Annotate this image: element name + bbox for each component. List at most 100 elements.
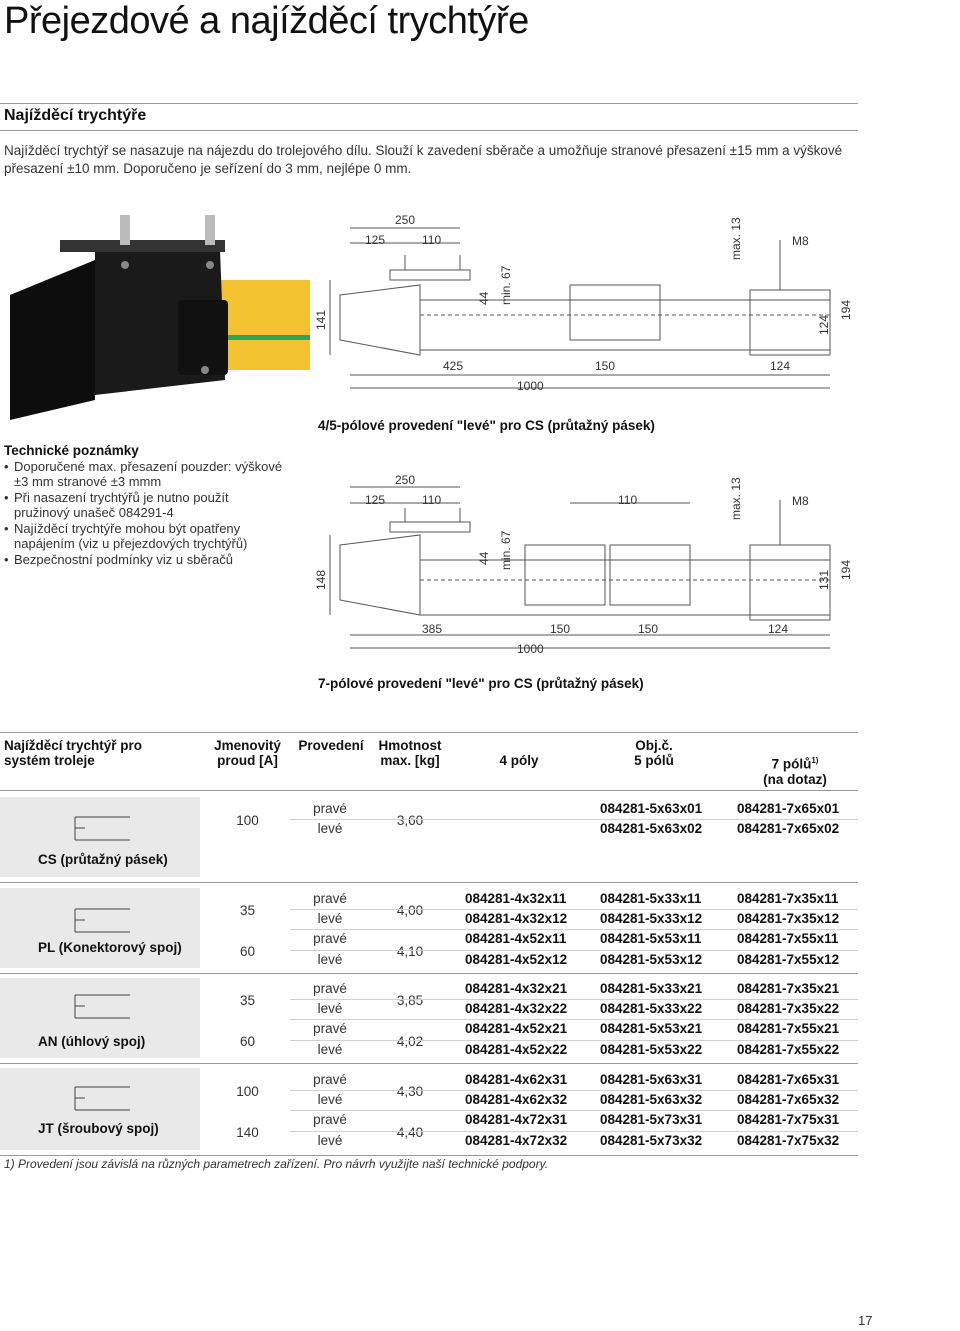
order-code-5-poles: 084281-5x53x22 [600, 1041, 703, 1057]
dim-110: 110 [422, 493, 441, 507]
order-code-7-poles: 084281-7x75x31 [737, 1112, 840, 1128]
order-code-7-poles: 084281-7x65x02 [737, 821, 840, 837]
dim-194: 194 [839, 300, 853, 320]
dim-110-b: 110 [618, 493, 637, 507]
order-code-7-poles: 084281-7x75x32 [737, 1132, 840, 1148]
dim-110: 110 [422, 233, 441, 247]
group-divider [0, 1063, 858, 1064]
variant-value: levé [317, 1001, 343, 1017]
row-divider [290, 929, 858, 931]
header-system: Najížděcí trychtýř pro systém troleje [4, 738, 143, 768]
variant-value: levé [317, 951, 343, 967]
note-item: Doporučené max. přesazení pouzder: výško… [4, 459, 284, 490]
variant-value: levé [317, 1041, 343, 1057]
dim-131: 131 [817, 570, 831, 590]
group-label: CS (průtažný pásek) [38, 852, 168, 867]
group-band [0, 888, 200, 968]
variant-value: levé [317, 821, 343, 837]
row-divider [290, 1110, 858, 1112]
group-label: PL (Konektorový spoj) [38, 940, 182, 955]
rail-profile-icon [74, 908, 130, 933]
order-code-5-poles: 084281-5x63x01 [600, 801, 703, 816]
weight-value: 4,02 [396, 1033, 424, 1049]
group-divider [0, 1155, 858, 1156]
section-divider [0, 130, 858, 131]
order-code-4-poles: 084281-4x52x21 [465, 1021, 568, 1037]
funnel-technical-drawing: 250 125 110 110 148 44 min. 67 max. 13 M… [314, 473, 853, 656]
row-divider [290, 909, 858, 911]
header-5-poles: 5 pólů [634, 753, 674, 768]
order-code-5-poles: 084281-5x33x12 [600, 911, 703, 927]
header-current: Jmenovitý proud [A] [214, 738, 281, 768]
order-code-7-poles: 084281-7x65x01 [737, 801, 840, 816]
order-code-4-poles: 084281-4x52x12 [465, 951, 568, 967]
order-code-5-poles: 084281-5x53x21 [600, 1021, 703, 1037]
funnel-product-photo [10, 215, 310, 420]
notes-title: Technické poznámky [4, 443, 139, 458]
variant-value: pravé [313, 801, 347, 816]
dim-m8: M8 [792, 494, 809, 508]
dim-44: 44 [477, 291, 491, 305]
order-code-7-poles: 084281-7x55x11 [737, 931, 839, 947]
variant-value: levé [317, 1132, 343, 1148]
group-label: JT (šroubový spoj) [38, 1121, 159, 1136]
order-code-4-poles: 084281-4x32x12 [465, 911, 568, 927]
rail-profile-icon [74, 1086, 130, 1111]
current-value: 35 [239, 903, 256, 919]
order-code-5-poles: 084281-5x63x31 [600, 1072, 703, 1087]
table-top-rule [0, 732, 858, 733]
dim-1000: 1000 [517, 379, 544, 393]
current-value: 100 [236, 813, 259, 829]
dim-150-a: 150 [550, 622, 570, 636]
dim-1000: 1000 [517, 642, 544, 656]
title-divider [0, 103, 858, 104]
order-code-5-poles: 084281-5x33x11 [600, 891, 702, 906]
group-band [0, 1068, 200, 1150]
dim-150-b: 150 [638, 622, 658, 636]
order-code-5-poles: 084281-5x73x32 [600, 1132, 703, 1148]
row-divider [290, 1039, 858, 1041]
dim-max-13: max. 13 [729, 477, 743, 520]
order-code-5-poles: 084281-5x53x12 [600, 951, 703, 967]
weight-value: 3,85 [396, 993, 424, 1009]
dim-250: 250 [395, 213, 415, 227]
dim-125: 125 [365, 493, 385, 507]
rail-profile-icon [74, 994, 130, 1019]
weight-value: 4,40 [396, 1124, 424, 1140]
dim-124-bottom: 124 [770, 359, 790, 373]
drawing-1-caption: 4/5-pólové provedení "levé" pro CS (průt… [318, 418, 655, 433]
dim-385: 385 [422, 622, 442, 636]
rail-profile-icon [74, 816, 130, 841]
row-divider [290, 819, 858, 821]
weight-value: 4,10 [396, 943, 424, 959]
section-title: Najížděcí trychtýře [4, 107, 147, 124]
order-code-7-poles: 084281-7x55x21 [737, 1021, 840, 1037]
current-value: 60 [239, 943, 256, 959]
order-code-4-poles: 084281-4x32x21 [465, 981, 568, 996]
row-divider [290, 949, 858, 951]
dim-150: 150 [595, 359, 615, 373]
note-item: Bezpečnostní podmínky viz u sběračů [4, 552, 284, 568]
order-code-7-poles: 084281-7x35x22 [737, 1001, 840, 1017]
table-header-rule [0, 790, 858, 791]
variant-value: pravé [313, 1021, 347, 1037]
dim-44: 44 [477, 551, 491, 565]
dim-min-67: min. 67 [499, 530, 513, 570]
dim-194: 194 [839, 560, 853, 580]
variant-value: pravé [313, 1112, 347, 1128]
footnote-marker: 1) [811, 756, 819, 765]
row-divider [290, 1019, 858, 1021]
group-divider [0, 882, 858, 883]
order-code-5-poles: 084281-5x63x02 [600, 821, 703, 837]
header-7-poles-note: (na dotaz) [763, 771, 827, 787]
order-code-4-poles: 084281-4x62x31 [465, 1072, 568, 1087]
order-code-4-poles: 084281-4x32x11 [465, 891, 567, 906]
page-title: Přejezdové a najížděcí trychtýře [4, 0, 529, 42]
variant-value: levé [317, 1092, 343, 1108]
group-divider [0, 973, 858, 974]
row-divider [290, 1090, 858, 1092]
order-code-7-poles: 084281-7x35x11 [737, 891, 839, 906]
order-code-4-poles: 084281-4x32x22 [465, 1001, 568, 1017]
order-code-5-poles: 084281-5x53x11 [600, 931, 702, 947]
order-code-7-poles: 084281-7x55x12 [737, 951, 840, 967]
